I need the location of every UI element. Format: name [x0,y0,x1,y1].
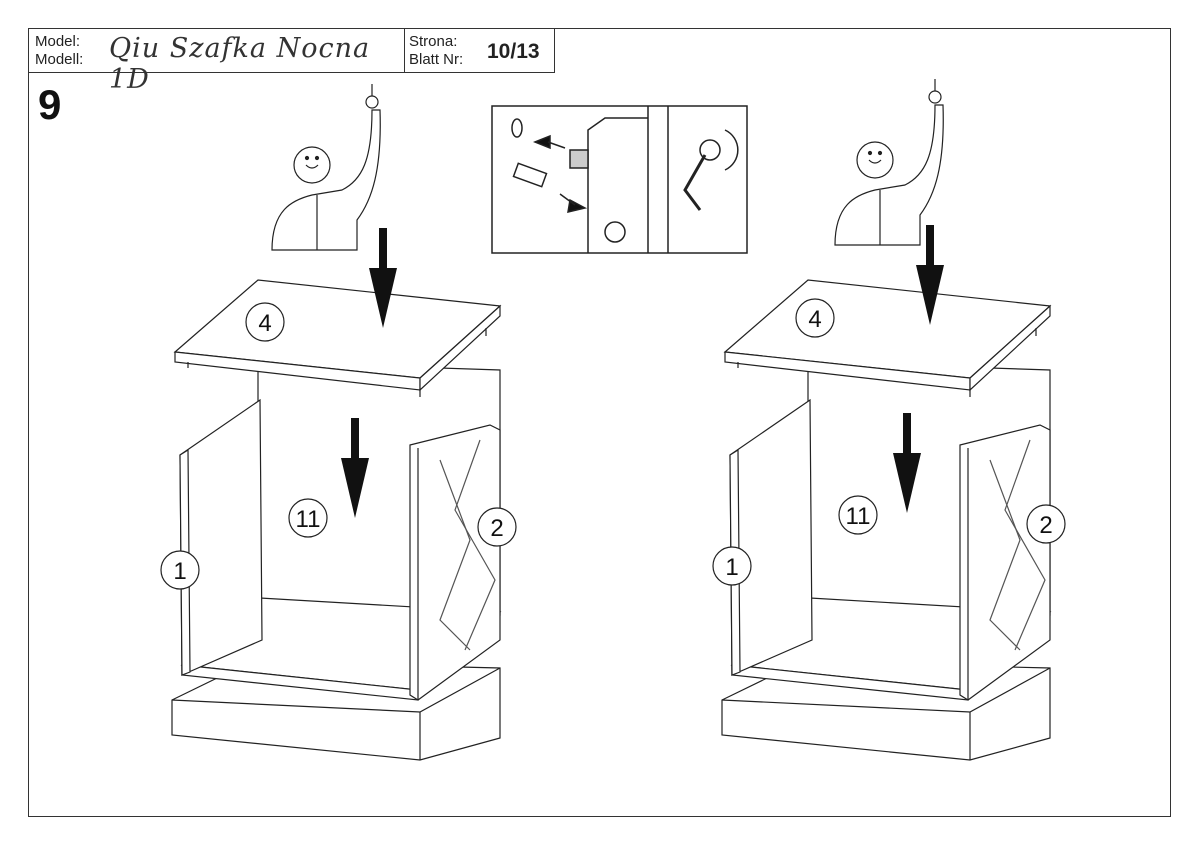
model-label-de: Modell: [35,51,84,68]
model-box: Model: Modell: Qiu Szafka Nocna 1D [28,28,406,95]
page-number: 10/13 [487,40,540,63]
page-box: Strona: Blatt Nr: 10/13 [404,28,555,73]
page-label-pl: Strona: [409,33,458,50]
part-label-top: 4 [808,306,821,333]
cabinet-right [721,279,1051,761]
person-left-icon [271,83,381,251]
connector-detail-inset [491,105,748,254]
part-label-back: 11 [296,506,321,533]
cabinet-left [171,279,501,761]
person-right-icon [834,78,944,246]
page-label-de: Blatt Nr: [409,51,464,68]
part-label-left-side: 1 [725,554,738,581]
part-label-back: 11 [846,503,871,530]
part-label-right-side: 2 [1039,512,1052,539]
part-label-left-side: 1 [173,558,186,585]
model-name: Qiu Szafka Nocna 1D [109,33,371,95]
part-label-top: 4 [258,310,271,337]
model-label-pl: Model: [35,33,81,50]
step-number: 9 [38,81,62,128]
page-frame [28,28,1171,817]
part-label-right-side: 2 [490,515,503,542]
